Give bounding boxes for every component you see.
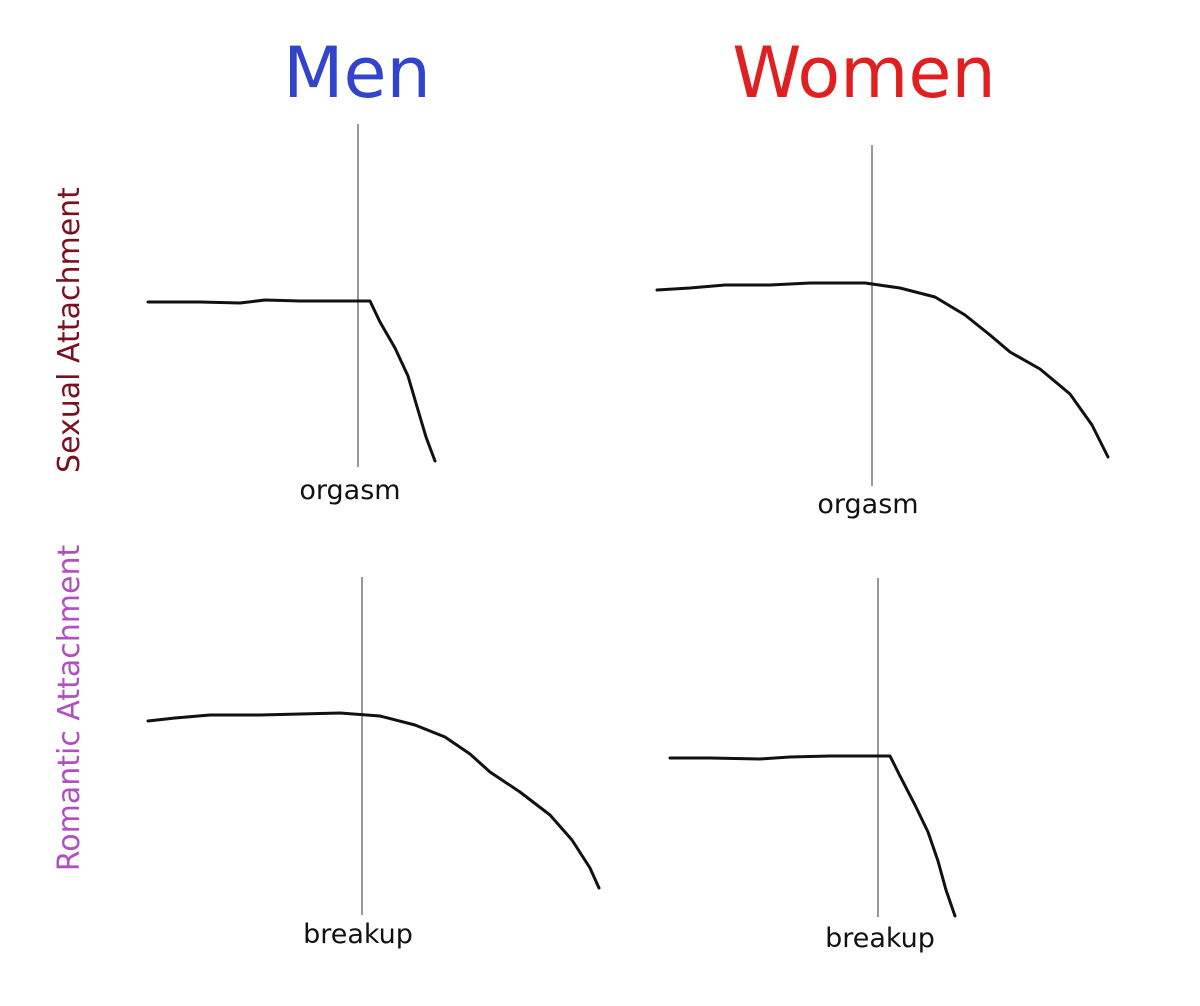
panel-women-sexual bbox=[655, 145, 1110, 486]
event-label-breakup: breakup bbox=[825, 923, 935, 954]
panel-women-romantic bbox=[668, 578, 957, 918]
event-label-breakup: breakup bbox=[303, 919, 413, 950]
panel-men-sexual bbox=[146, 124, 437, 467]
attachment-curve bbox=[146, 298, 437, 463]
attachment-curve bbox=[668, 754, 957, 918]
attachment-curve bbox=[655, 281, 1110, 459]
panel-men-romantic bbox=[146, 577, 601, 915]
attachment-curve bbox=[146, 711, 601, 890]
column-title-women: Women bbox=[732, 32, 996, 114]
column-title-men: Men bbox=[283, 32, 431, 114]
event-label-orgasm: orgasm bbox=[299, 475, 401, 506]
event-label-orgasm: orgasm bbox=[817, 489, 919, 520]
